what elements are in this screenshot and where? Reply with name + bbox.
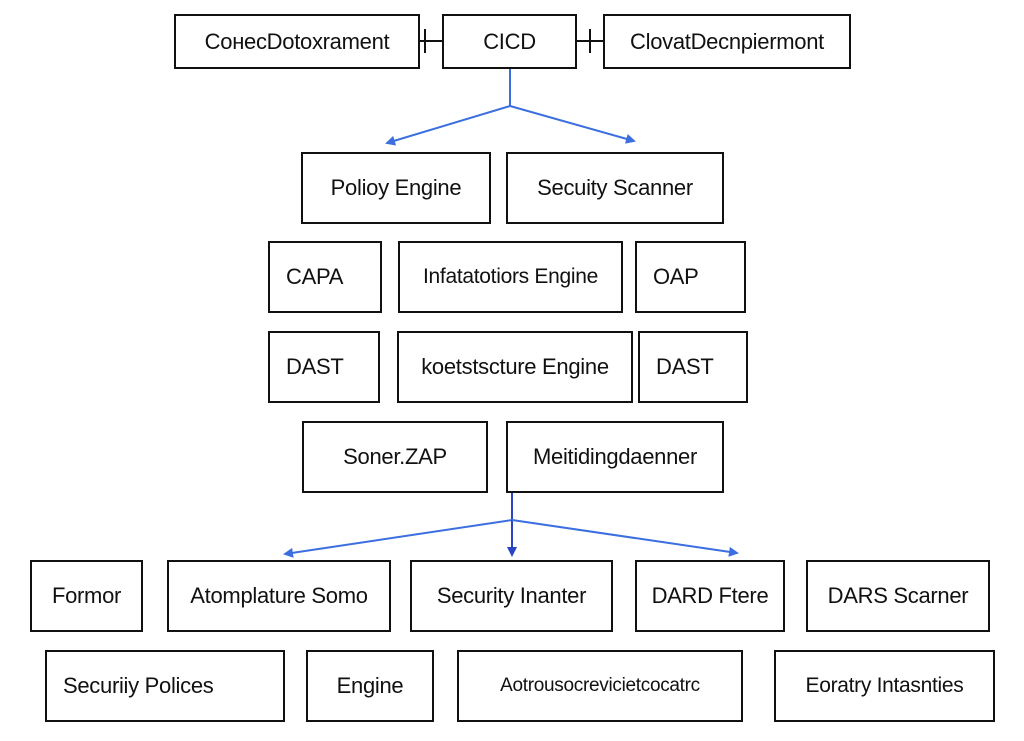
node-oap: OAP bbox=[635, 241, 746, 313]
node-label: Infatatotiors Engine bbox=[423, 265, 598, 288]
node-cicd: CICD bbox=[442, 14, 577, 69]
node-label: DARS Scarner bbox=[827, 583, 969, 608]
node-label: DARD Ftere bbox=[651, 583, 769, 608]
node-aotrousocrevicietcocatrc: Aotrousocrevicietcocatrc bbox=[457, 650, 743, 722]
node-label: Meitidingdaenner bbox=[533, 444, 697, 469]
node-atomplature-somo: Atomplature Somo bbox=[167, 560, 391, 632]
node-label: Securiiy Polices bbox=[63, 673, 214, 698]
top-row-connector-left bbox=[419, 29, 443, 53]
node-capa: CAPA bbox=[268, 241, 382, 313]
arrow-to-security-scanner bbox=[509, 105, 636, 144]
node-policy-engine: Polioy Engine bbox=[301, 152, 491, 224]
node-meitidingdaenner: Meitidingdaenner bbox=[506, 421, 724, 493]
node-label: Engine bbox=[336, 673, 404, 698]
node-label: Eoratry Intasnties bbox=[805, 674, 964, 697]
node-label: OAP bbox=[653, 264, 699, 289]
node-dard-ftere: DARD Ftere bbox=[635, 560, 785, 632]
node-koetstscture-engine: koetstscture Engine bbox=[397, 331, 633, 403]
node-label: koetstscture Engine bbox=[421, 354, 609, 379]
node-label: Formor bbox=[51, 583, 122, 608]
node-eoratry-intasnties: Eoratry Intasnties bbox=[774, 650, 995, 722]
node-dast-left: DAST bbox=[268, 331, 380, 403]
node-label: DAST bbox=[286, 354, 344, 379]
node-security-polices: Securiiy Polices bbox=[45, 650, 285, 722]
node-dast-right: DAST bbox=[638, 331, 748, 403]
node-security-scanner: Secuity Scanner bbox=[506, 152, 724, 224]
node-label: DAST bbox=[656, 354, 714, 379]
node-label: CoнecDotoxrament bbox=[204, 28, 390, 54]
node-label: Security Inanter bbox=[436, 583, 587, 608]
node-label: Soner.ZAP bbox=[343, 444, 447, 469]
node-engine: Engine bbox=[306, 650, 434, 722]
node-dars-scarner: DARS Scarner bbox=[806, 560, 990, 632]
node-clovatdecnpiermont: ClovatDecnpiermont bbox=[603, 14, 851, 69]
node-label: CICD bbox=[483, 28, 536, 54]
node-label: Aotrousocrevicietcocatrc bbox=[500, 675, 700, 696]
node-label: Atomplature Somo bbox=[190, 583, 368, 608]
node-infatatotiors-engine: Infatatotiors Engine bbox=[398, 241, 623, 313]
node-label: Secuity Scanner bbox=[537, 175, 693, 200]
arrow-to-automplature bbox=[283, 519, 513, 558]
node-security-inanter: Security Inanter bbox=[410, 560, 613, 632]
arrow-to-policy-engine bbox=[385, 105, 511, 146]
node-label: CAPA bbox=[286, 264, 344, 289]
top-row-connector-right bbox=[576, 29, 604, 53]
node-label: Polioy Engine bbox=[330, 175, 462, 200]
node-formor: Formor bbox=[30, 560, 143, 632]
node-label: ClovatDecnpiermont bbox=[630, 28, 824, 54]
node-conecdotoxrament: CoнecDotoxrament bbox=[174, 14, 420, 69]
node-soner-zap: Soner.ZAP bbox=[302, 421, 488, 493]
arrow-to-dard-ftere bbox=[511, 519, 739, 557]
